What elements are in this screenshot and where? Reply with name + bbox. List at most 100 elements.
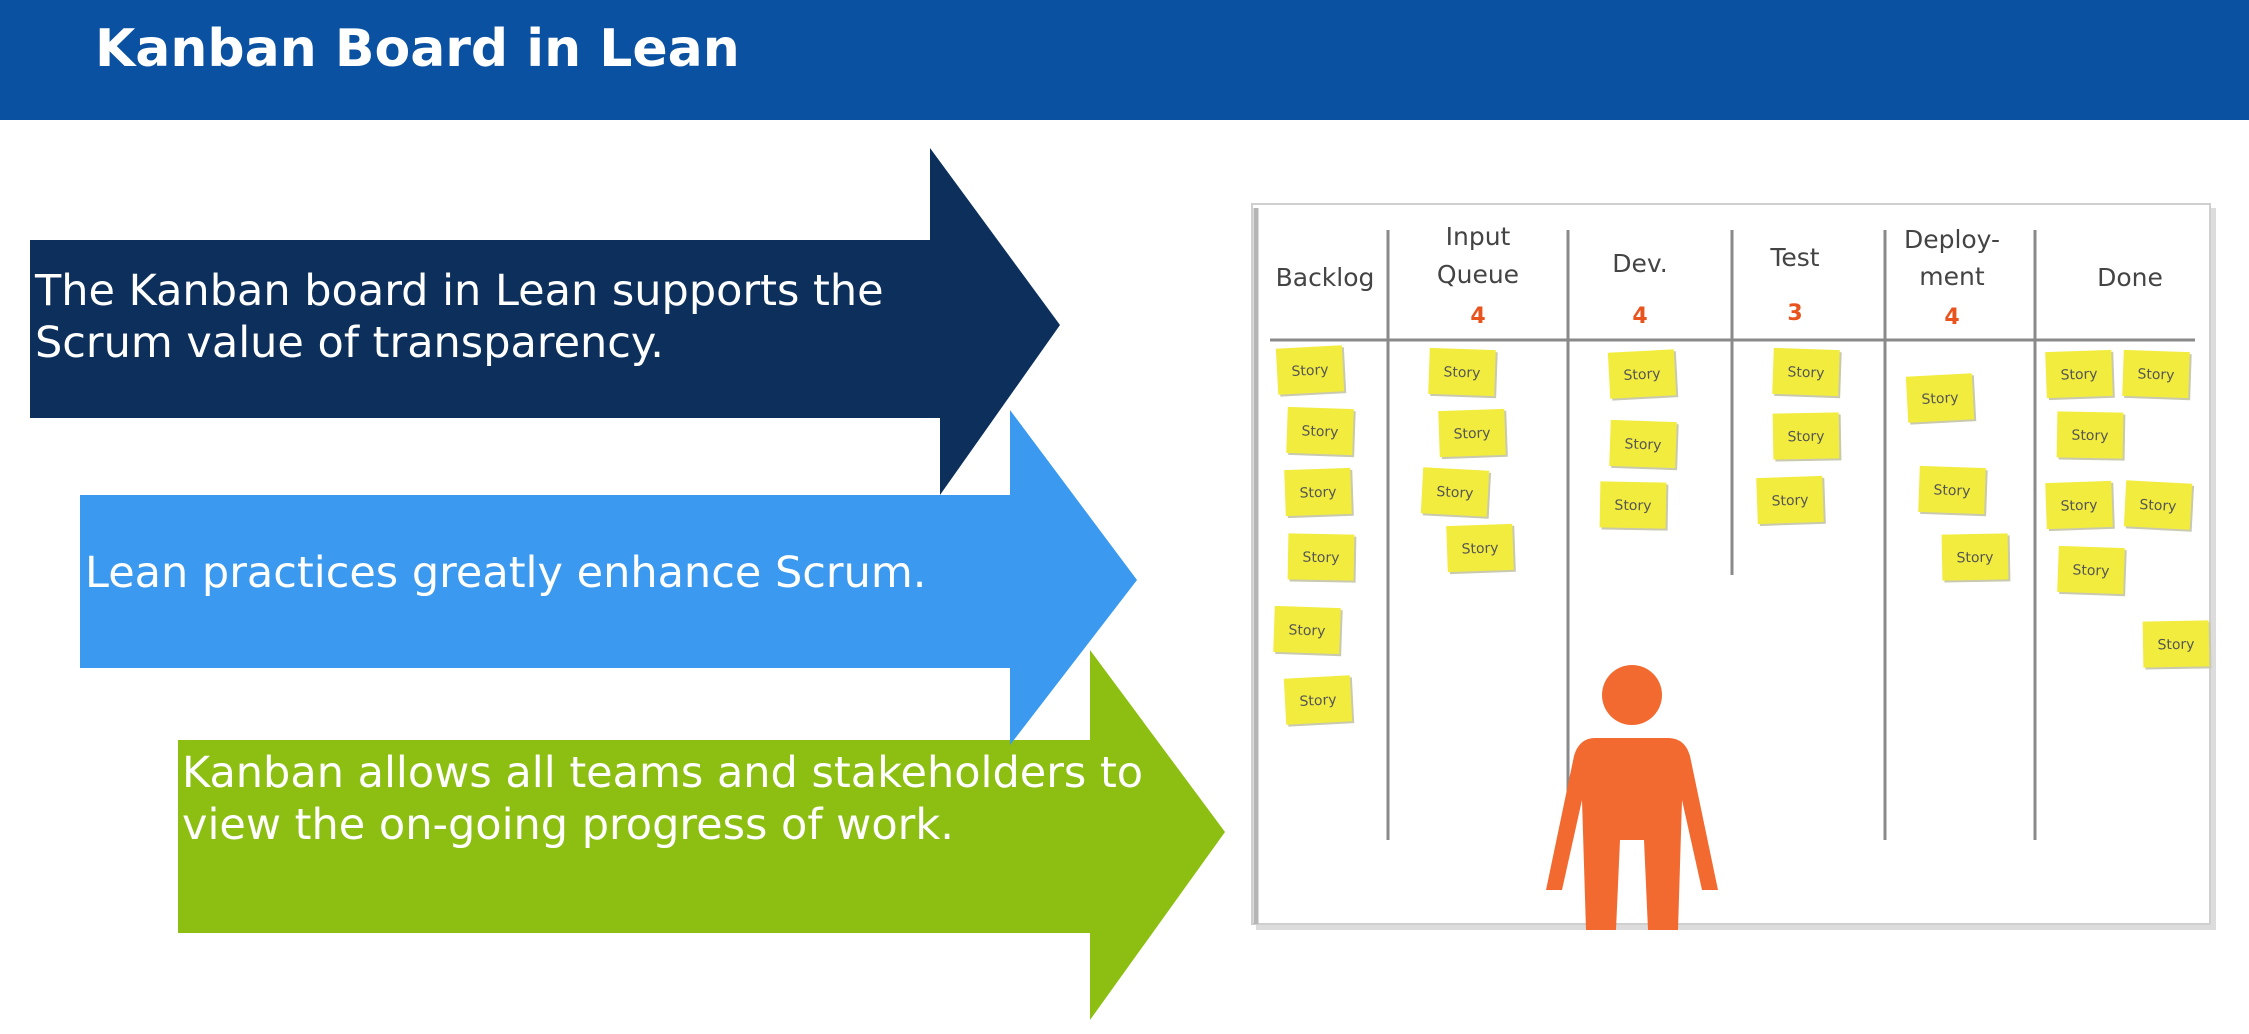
wip-limit: 3 — [1787, 301, 1802, 326]
story-card-paper — [1772, 347, 1840, 397]
slide-title: Kanban Board in Lean — [95, 19, 740, 79]
arrow-blue — [80, 410, 1137, 745]
story-label: Story — [2139, 497, 2177, 515]
story-label: Story — [2060, 366, 2098, 383]
story-card-paper — [1428, 347, 1496, 397]
story-card: Story — [1420, 467, 1492, 519]
story-card-paper — [1609, 419, 1677, 469]
story-card-paper — [1905, 373, 1975, 423]
story-card-paper — [1283, 675, 1353, 725]
story-card: Story — [1941, 533, 2011, 583]
story-card: Story — [2045, 349, 2115, 401]
story-card: Story — [1772, 412, 1842, 462]
story-card-paper — [2142, 620, 2210, 668]
story-label: Story — [2072, 562, 2110, 579]
story-label: Story — [2137, 366, 2175, 383]
story-label: Story — [2071, 428, 2108, 445]
story-card-paper — [1420, 467, 1490, 517]
arrow-text-visibility: Kanban allows all teams and stakeholders… — [182, 748, 1144, 850]
story-label: Story — [1461, 540, 1499, 557]
story-card: Story — [2056, 411, 2126, 461]
story-label: Story — [1299, 484, 1337, 501]
story-card: Story — [1284, 467, 1354, 519]
arrow-text-lean-practices: Lean practices greatly enhance Scrum. — [85, 548, 927, 598]
story-label: Story — [1291, 362, 1329, 380]
story-card: Story — [2122, 349, 2192, 401]
column-title: Input — [1446, 222, 1511, 251]
story-card-paper — [1286, 406, 1354, 456]
story-card-paper — [1756, 475, 1824, 525]
story-label: Story — [1933, 482, 1971, 499]
story-label: Story — [1443, 364, 1481, 381]
story-card-paper — [2057, 545, 2125, 595]
story-label: Story — [2157, 637, 2194, 654]
story-card-paper — [1599, 481, 1667, 529]
story-label: Story — [1288, 622, 1326, 639]
story-label: Story — [1787, 364, 1825, 381]
column-title: Queue — [1437, 260, 1519, 289]
story-card: Story — [1438, 408, 1508, 460]
column-title: Backlog — [1276, 263, 1375, 292]
story-card-paper — [1446, 523, 1514, 573]
story-card-paper — [1607, 349, 1677, 399]
story-label: Story — [2060, 497, 2098, 514]
story-label: Story — [1921, 390, 1959, 408]
wip-limit: 4 — [1944, 305, 1959, 330]
story-label: Story — [1302, 550, 1339, 567]
story-card-paper — [2045, 349, 2113, 399]
arrow-text-transparency: The Kanban board in Lean supports the Sc… — [35, 266, 884, 368]
story-card: Story — [1287, 533, 1357, 583]
story-card: Story — [1446, 523, 1516, 575]
arrows-graphic — [30, 148, 1225, 1020]
column-title: Test — [1769, 243, 1819, 272]
story-label: Story — [1436, 484, 1474, 502]
story-card: Story — [2045, 480, 2115, 532]
story-card-paper — [1772, 412, 1840, 460]
column-title: Deploy- — [1904, 225, 2000, 254]
header-bar: Kanban Board in Lean — [0, 0, 2249, 120]
story-card-paper — [1275, 345, 1345, 395]
story-label: Story — [1623, 366, 1661, 384]
story-card-paper — [1918, 465, 1986, 515]
story-label: Story — [1787, 429, 1824, 446]
story-card: Story — [1772, 347, 1842, 399]
story-card-paper — [1941, 533, 2009, 581]
story-card-paper — [1284, 467, 1352, 517]
story-card-paper — [1438, 408, 1506, 458]
person-icon — [1546, 665, 1718, 930]
story-card: Story — [2057, 545, 2127, 597]
story-card: Story — [1905, 373, 1977, 425]
column-title: Dev. — [1612, 249, 1667, 278]
story-card: Story — [1275, 345, 1347, 397]
story-label: Story — [1299, 692, 1337, 710]
story-card: Story — [1609, 419, 1679, 471]
story-label: Story — [1453, 425, 1491, 442]
wip-limit: 4 — [1470, 304, 1485, 329]
column-title: Done — [2097, 263, 2163, 292]
story-card: Story — [1599, 481, 1669, 531]
story-label: Story — [1771, 492, 1809, 509]
arrow-green — [178, 650, 1225, 1020]
story-card-paper — [1273, 605, 1341, 655]
story-card: Story — [1918, 465, 1988, 517]
story-label: Story — [1614, 498, 1651, 515]
story-card: Story — [1283, 675, 1355, 727]
story-card-paper — [1287, 533, 1355, 581]
wip-limit: 4 — [1632, 304, 1647, 329]
story-card: Story — [1273, 605, 1343, 657]
story-card-paper — [2123, 480, 2193, 530]
column-title: ment — [1919, 262, 1985, 291]
story-card: Story — [2142, 620, 2212, 670]
story-card: Story — [2123, 480, 2195, 532]
story-card: Story — [1428, 347, 1498, 399]
story-card-paper — [2045, 480, 2113, 530]
arrow-navy — [30, 148, 1060, 495]
story-card-paper — [2122, 349, 2190, 399]
story-label: Story — [1301, 423, 1339, 440]
story-card: Story — [1756, 475, 1826, 527]
story-label: Story — [1624, 436, 1662, 453]
story-card-paper — [2056, 411, 2124, 459]
story-label: Story — [1956, 550, 1993, 567]
story-card: Story — [1607, 349, 1679, 401]
